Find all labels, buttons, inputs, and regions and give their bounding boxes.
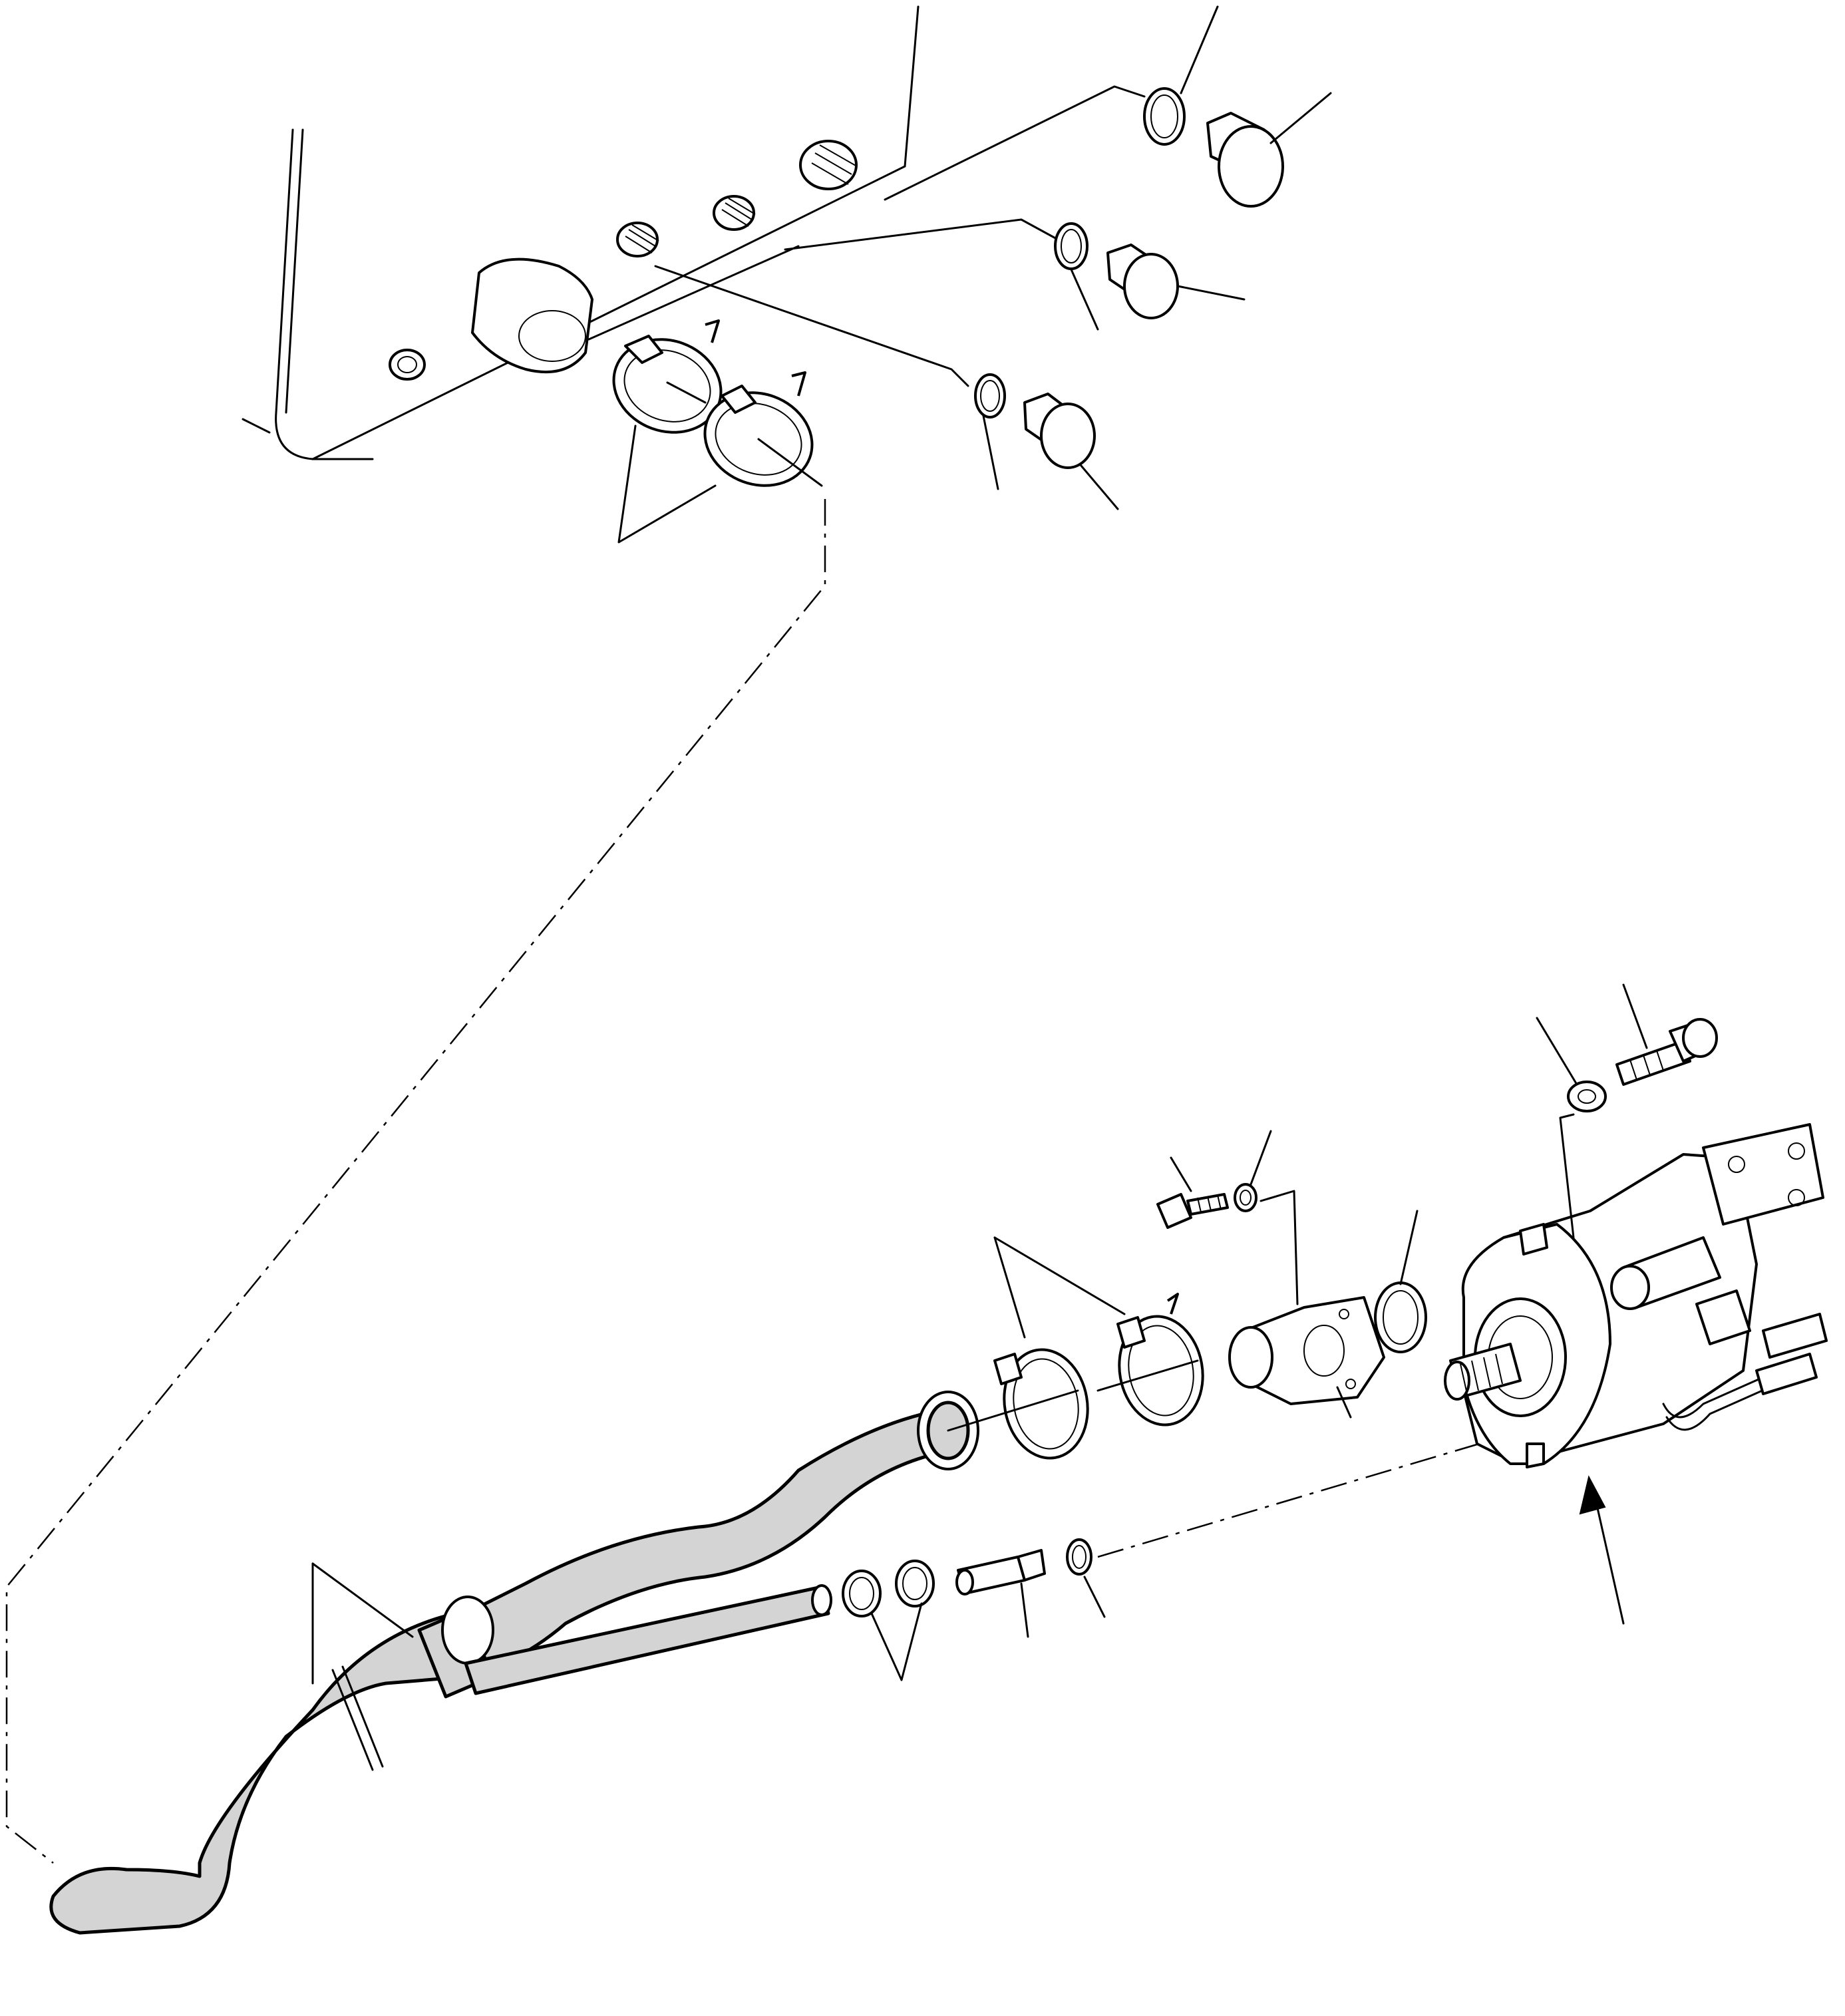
hose-clamp-inlet-2 xyxy=(1116,1293,1204,1427)
inlet-clamp-callout xyxy=(947,1236,1199,1432)
hydraulic-pump xyxy=(1444,1123,1828,1468)
hose-callout xyxy=(311,1562,414,1685)
pump-o-ring xyxy=(1374,1281,1427,1353)
hose-clamp-upper-1 xyxy=(612,319,723,434)
o-ring-3 xyxy=(974,373,1006,419)
tank-port-threaded-2 xyxy=(713,195,756,231)
hose-clamp-inlet-1 xyxy=(993,1348,1089,1460)
pump-bolt-callouts xyxy=(1536,983,1648,1239)
plug-1 xyxy=(1206,112,1284,208)
inlet-flange xyxy=(1228,1296,1385,1405)
drain-connector-dashline xyxy=(1097,1439,1491,1558)
direction-arrow xyxy=(1579,1475,1625,1625)
pump-o-ring-callout xyxy=(1399,1210,1419,1285)
hose-clamp-band-1 xyxy=(331,1665,384,1771)
pump-bolt xyxy=(1615,1018,1718,1086)
small-clamp-1 xyxy=(842,1570,882,1617)
small-clamp-2 xyxy=(895,1560,935,1607)
pump-washer xyxy=(1567,1081,1607,1112)
tank-port-large xyxy=(471,257,593,374)
tank-port-threaded-3 xyxy=(799,140,858,190)
drain-callout-lines xyxy=(1020,1576,1106,1638)
tank-port-small xyxy=(389,349,426,381)
drain-fitting xyxy=(955,1549,1046,1596)
o-ring-2 xyxy=(1054,222,1089,270)
flange-bolt-callouts xyxy=(1170,1130,1299,1305)
o-ring-1 xyxy=(1143,87,1186,146)
drain-o-ring xyxy=(1066,1538,1092,1576)
upper-connector-dashline xyxy=(5,499,826,1864)
tank-wall xyxy=(242,5,920,460)
tank-port-threaded-1 xyxy=(616,222,659,257)
flange-callout xyxy=(1336,1386,1352,1419)
plug-2 xyxy=(1106,244,1179,319)
flange-bolt xyxy=(1156,1193,1229,1229)
flange-washer xyxy=(1234,1183,1258,1212)
plug-3 xyxy=(1023,393,1096,469)
clamp-callout-upper xyxy=(617,381,823,544)
drain-hose xyxy=(464,1584,832,1695)
port-leader-lines xyxy=(587,85,1146,387)
upper-callout-lines xyxy=(982,5,1332,510)
small-clamp-callout xyxy=(870,1602,923,1681)
